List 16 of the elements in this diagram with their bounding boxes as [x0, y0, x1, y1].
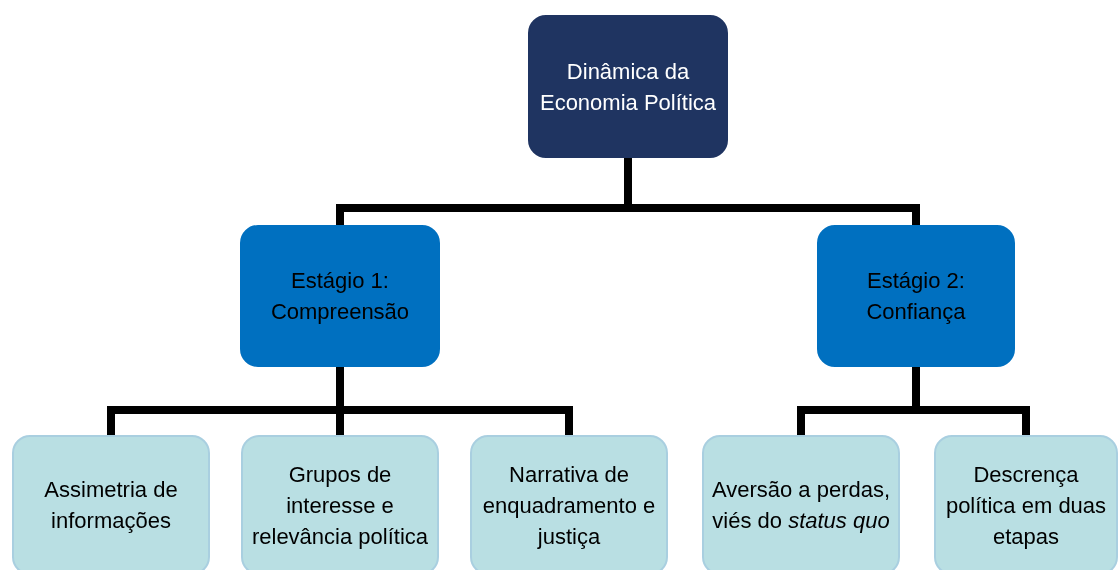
box-label: Dinâmica da Economia Política: [538, 57, 718, 117]
box-label: Grupos de interesse e relevância política: [250, 460, 430, 551]
rounded-box: [12, 435, 210, 570]
rounded-box: [240, 225, 440, 367]
box-label: Descrença política em duas etapas: [944, 460, 1108, 551]
box-label: Estágio 2: Confiança: [865, 267, 967, 326]
rounded-box: [528, 15, 728, 158]
rounded-box: [817, 225, 1015, 367]
box-label: Estágio 1: Compreensão: [269, 267, 411, 326]
rounded-box: [934, 435, 1118, 570]
box-label: Narrativa de enquadramento e justiça: [481, 460, 657, 551]
rounded-box: [702, 435, 900, 570]
box-label: Aversão a perdas, viés do status quo: [710, 476, 892, 535]
box-label: Assimetria de informações: [43, 476, 179, 535]
rounded-box: [241, 435, 439, 570]
rounded-box: [470, 435, 668, 570]
